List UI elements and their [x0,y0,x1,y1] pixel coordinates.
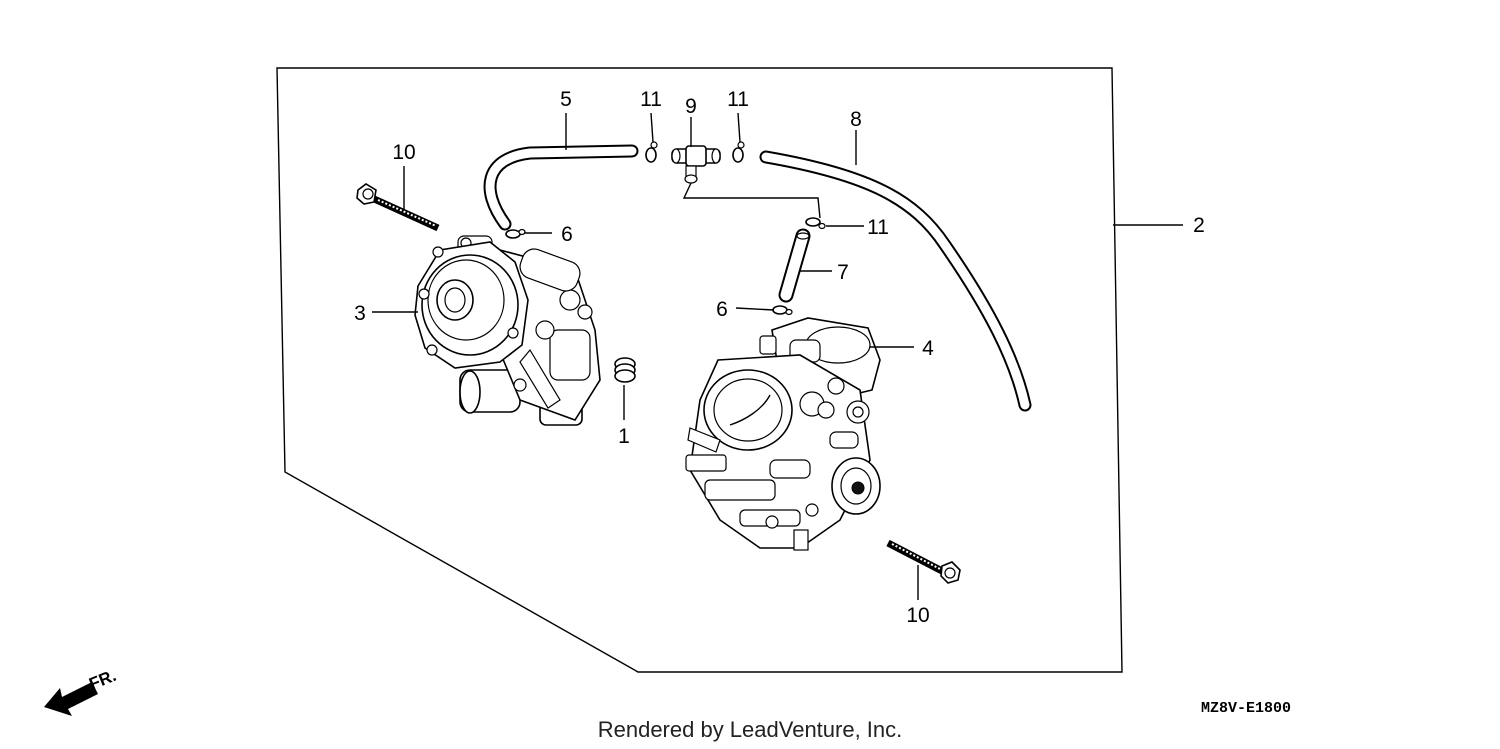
clip-11-lower[interactable] [805,217,826,230]
callout-4: 4 [922,337,934,360]
callout-1: 1 [618,425,630,448]
t-joint-9[interactable] [671,145,821,219]
hose-7[interactable] [778,228,811,303]
direction-label: FR. [86,666,119,694]
spring-1[interactable] [614,357,636,383]
callout-7: 7 [837,261,849,284]
diagram-code: MZ8V-E1800 [1201,700,1291,717]
callout-11-left: 11 [640,88,662,111]
callout-8: 8 [850,108,862,131]
front-direction-arrow-icon: FR. [44,666,119,716]
clip-6-lower[interactable] [772,305,793,316]
carburetor-3[interactable] [414,235,601,426]
clip-11-right[interactable] [732,141,745,163]
callout-9: 9 [685,95,697,118]
callout-3: 3 [354,302,366,325]
callout-11-right: 11 [727,88,749,111]
hose-5[interactable] [483,144,639,231]
hose-8[interactable] [759,150,1032,412]
clip-6-upper[interactable] [505,228,526,239]
callout-11-lower: 11 [867,216,889,239]
assembly-boundary [276,67,1123,673]
callout-5: 5 [560,88,572,111]
clip-11-left[interactable] [645,141,658,163]
callout-10-lower: 10 [906,604,929,627]
callout-2: 2 [1193,214,1205,237]
bolt-10-upper[interactable] [356,183,440,232]
bolt-10-lower[interactable] [886,539,961,584]
callout-6-upper: 6 [561,223,573,246]
callout-10-upper: 10 [392,141,415,164]
credit-text: Rendered by LeadVenture, Inc. [598,717,903,742]
carburetor-4[interactable] [685,317,881,551]
callout-6-lower: 6 [716,298,728,321]
